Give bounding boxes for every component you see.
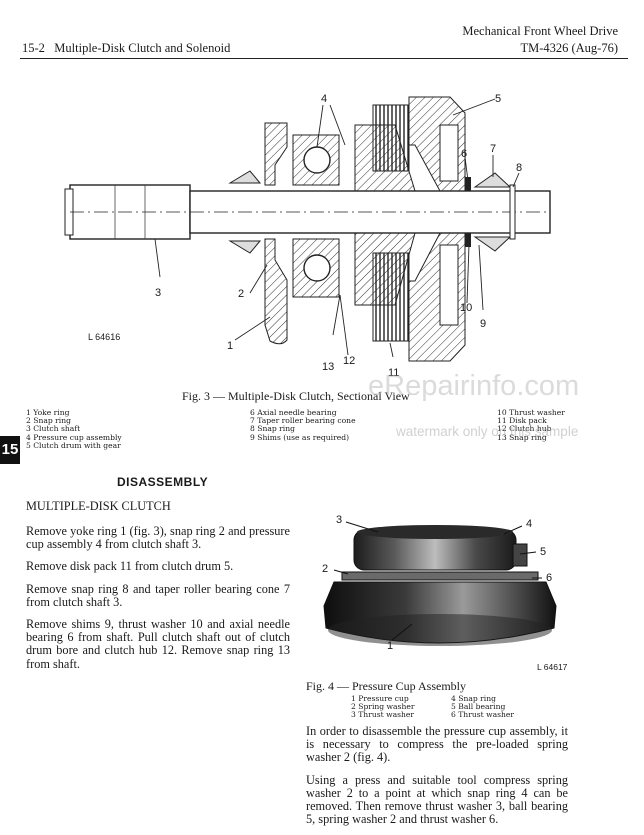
- legend-item: 7 Taper roller bearing cone: [250, 416, 356, 426]
- fig4-callout-5: 5: [540, 546, 547, 558]
- fig4-legend-col2: 4 Snap ring 5 Ball bearing 6 Thrust wash…: [451, 694, 515, 720]
- fig3-callout-3: 3: [155, 287, 162, 299]
- fig3-callout-8: 8: [516, 162, 523, 174]
- legend-item: 1 Pressure cup: [351, 694, 409, 703]
- fig4-callout-6: 6: [546, 572, 553, 584]
- fig3-callout-13: 13: [322, 361, 335, 373]
- fig3-legend-col1: 1 Yoke ring 2 Snap ring 3 Clutch shaft 4…: [26, 408, 122, 450]
- legend-item: 8 Snap ring: [250, 424, 295, 434]
- watermark-notice: watermark only on this sample: [396, 424, 579, 439]
- watermark-brand: eRepairinfo.com: [368, 370, 580, 402]
- fig3-callout-4: 4: [321, 93, 328, 105]
- legend-item: 13 Snap ring: [497, 432, 547, 442]
- fig3-callout-1: 1: [227, 340, 234, 352]
- legend-item: 6 Axial needle bearing: [250, 408, 337, 417]
- fig3-callout-12: 12: [343, 355, 356, 367]
- fig4-legend-col1: 1 Pressure cup 2 Spring washer 3 Thrust …: [351, 694, 415, 720]
- step-paragraph: Remove yoke ring 1 (fig. 3), snap ring 2…: [26, 524, 290, 552]
- legend-item: 10 Thrust washer: [497, 408, 565, 417]
- clutch-sectional-drawing: [64, 96, 551, 362]
- manual-id: TM-4326 (Aug-76): [520, 41, 618, 55]
- fig3-callout-10: 10: [460, 302, 473, 314]
- fig3-callout-11: 11: [388, 367, 400, 379]
- fig3-callout-2: 2: [238, 288, 245, 300]
- disassembly-subheading: MULTIPLE-DISK CLUTCH: [26, 499, 171, 513]
- legend-item: 4 Pressure cup assembly: [26, 432, 122, 442]
- fig4-image-id: L 64617: [537, 662, 568, 672]
- fig4-callout-3: 3: [336, 514, 343, 526]
- legend-item: 2 Snap ring: [26, 416, 71, 426]
- step-paragraph: Remove shims 9, thrust washer 10 and axi…: [26, 617, 290, 671]
- fig3-callout-6: 6: [461, 148, 468, 160]
- pressure-cup-instructions: In order to disassemble the pressure cup…: [306, 724, 568, 835]
- instruction-paragraph: In order to disassemble the pressure cup…: [306, 724, 568, 765]
- page-title: 15-2 Multiple-Disk Clutch and Solenoid: [22, 41, 231, 55]
- fig3-legend-col2: 6 Axial needle bearing 7 Taper roller be…: [250, 408, 356, 442]
- step-paragraph: Remove disk pack 11 from clutch drum 5.: [26, 559, 234, 574]
- section-title: Mechanical Front Wheel Drive: [462, 24, 618, 38]
- legend-item: 3 Thrust washer: [351, 710, 415, 720]
- chapter-tab: 15: [0, 436, 20, 464]
- legend-item: 3 Clutch shaft: [26, 424, 81, 434]
- legend-item: 6 Thrust washer: [451, 710, 515, 720]
- fig3-image-id: L 64616: [88, 332, 121, 342]
- fig4-caption: Fig. 4 — Pressure Cup Assembly: [306, 679, 467, 693]
- fig3-callout-7: 7: [490, 143, 497, 155]
- legend-item: 1 Yoke ring: [26, 408, 70, 417]
- disassembly-heading: DISASSEMBLY: [117, 475, 209, 489]
- legend-item: 12 Clutch hub: [497, 424, 552, 434]
- step-paragraph: Remove snap ring 8 and taper roller bear…: [26, 581, 290, 609]
- legend-item: 4 Snap ring: [451, 694, 496, 703]
- disassembly-steps: Remove yoke ring 1 (fig. 3), snap ring 2…: [26, 524, 290, 680]
- fig3-callout-5: 5: [495, 93, 502, 105]
- legend-item: 2 Spring washer: [351, 702, 415, 712]
- fig4-callout-4: 4: [526, 518, 533, 530]
- fig4-callout-2: 2: [322, 563, 329, 575]
- pressure-cup-photo: [323, 521, 557, 646]
- fig3-legend-col3: 10 Thrust washer 11 Disk pack 12 Clutch …: [497, 408, 565, 442]
- fig3-caption: Fig. 3 — Multiple-Disk Clutch, Sectional…: [182, 389, 410, 403]
- legend-item: 5 Clutch drum with gear: [26, 440, 121, 450]
- legend-item: 11 Disk pack: [497, 416, 547, 426]
- legend-item: 5 Ball bearing: [451, 702, 506, 712]
- fig4-callout-1: 1: [387, 640, 394, 652]
- header-rule: [20, 58, 628, 59]
- instruction-paragraph: Using a press and suitable tool compress…: [306, 772, 568, 827]
- clutch-shaft-shape: [64, 184, 551, 240]
- legend-item: 9 Shims (use as required): [250, 432, 350, 442]
- fig3-callout-9: 9: [480, 318, 487, 330]
